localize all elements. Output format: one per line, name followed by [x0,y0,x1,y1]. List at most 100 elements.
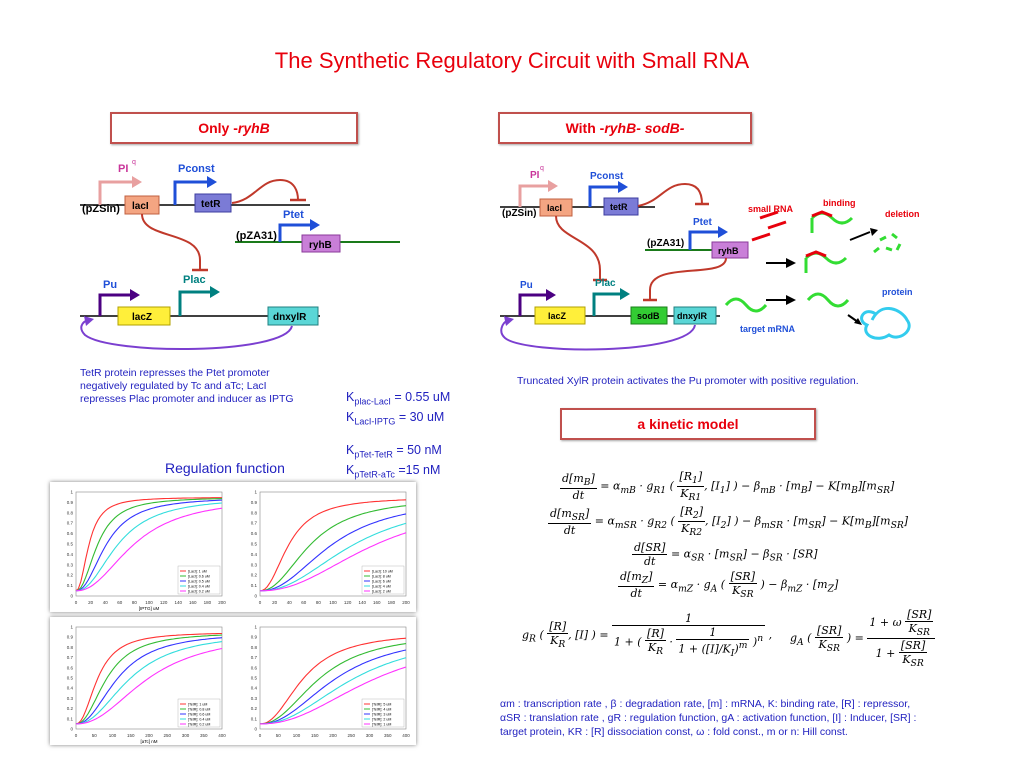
y-tick-label: 0 [254,727,257,732]
x-tick-label: 120 [344,600,352,605]
x-tick-label: 160 [189,600,197,605]
y-tick-label: 0.8 [251,645,258,650]
small-rna-strands [751,210,787,242]
const-laci-iptg: KLacI-IPTG = 30 uM [346,409,445,427]
lacz-label: lacZ [132,312,152,323]
y-tick-label: 0.3 [67,696,74,701]
with-gene: ryhB- sodB- [604,120,685,136]
legend-entry: [TetR]: 0.6 uM [188,713,210,717]
pi-sup: q [132,159,136,166]
y-tick-label: 0.8 [251,510,258,515]
plot-frame [259,491,407,597]
y-tick-label: 0.4 [251,552,258,557]
y-tick-label: 0.7 [251,521,258,526]
x-tick-label: 250 [347,733,355,738]
r-pi-label: PI [530,170,540,181]
x-tick-label: 140 [174,600,182,605]
y-tick-label: 1 [70,490,73,495]
target-mrna-label: target mRNA [740,324,796,334]
regulation-function-label: Regulation function [165,460,285,476]
right-note: Truncated XylR protein activates the Pu … [517,375,859,387]
only-ryhb-box: Only -ryhB [110,112,358,144]
y-tick-label: 0.3 [251,696,258,701]
y-tick-label: 0.6 [67,665,74,670]
ryhb-label: ryhB [309,240,332,251]
deletion-fragments [873,232,902,254]
series-line [259,499,407,592]
series-line [260,522,407,592]
y-tick-label: 1 [254,625,257,630]
laci-label: lacI [132,201,149,212]
series-line [259,513,407,592]
y-tick-label: 0.1 [251,716,258,721]
y-tick-label: 1 [254,490,257,495]
x-tick-label: 20 [272,600,278,605]
x-tick-label: 200 [218,600,226,605]
series-line [75,499,223,592]
legend-entry: [LacI]: 0.4 uM [188,585,210,589]
legend-entry: [TetR]: 1 uM [372,723,391,727]
series-line [259,643,407,725]
legend-entry: [TetR]: 4 uM [372,708,391,712]
series-line [75,641,223,725]
x-tick-label: 400 [218,733,226,738]
x-tick-label: 150 [311,733,319,738]
binding-complex [804,211,854,273]
x-tick-label: 40 [287,600,293,605]
ryhb-gene [301,234,341,253]
equation-msr: d[mSR]dt = αmSR · gR2 ( [R2]KR2, [I2] ) … [548,505,909,539]
x-tick-label: 20 [88,600,94,605]
pu-promoter-arrow [98,293,130,316]
r-lacz-gene [534,306,586,325]
legend-entry: [LacI]: 0.2 uM [188,590,210,594]
y-tick-label: 0.2 [251,573,258,578]
series-line [260,666,407,725]
y-tick-label: 0.5 [67,542,74,547]
y-tick-label: 0.1 [67,583,74,588]
r-ryhb-gene [711,241,749,259]
pconst-promoter-arrow [173,180,207,205]
x-tick-label: 160 [373,600,381,605]
legend-line-2: αSR : translation rate , gR : regulation… [500,712,917,724]
x-tick-label: 40 [103,600,109,605]
plot-frame [75,491,223,597]
x-axis-label: [IPTG] uM [139,606,160,611]
x-tick-label: 0 [75,600,78,605]
y-tick-label: 0 [70,727,73,732]
pi-promoter-arrow [98,180,132,205]
r-sodb-label: sodB [637,311,660,321]
plot-frame [75,626,223,730]
target-mrna-1 [724,297,768,313]
y-tick-label: 0.9 [67,500,74,505]
pconst-label: Pconst [178,163,215,175]
y-tick-label: 0.3 [251,562,258,567]
x-tick-label: 200 [329,733,337,738]
y-tick-label: 0.1 [251,583,258,588]
x-tick-label: 180 [204,600,212,605]
r-tetr-gene [603,197,639,216]
y-tick-label: 0.5 [251,676,258,681]
series-line [259,505,407,592]
plac-label: Plac [183,274,206,286]
r-ryhb-label: ryhB [718,246,739,256]
r-pzsin-label: (pZSin) [502,208,536,219]
r-dnxylr-gene [673,306,717,325]
y-tick-label: 0.6 [251,665,258,670]
series-line [75,637,223,725]
pu-label: Pu [103,279,117,291]
with-prefix: With - [565,120,605,136]
y-tick-label: 0.8 [67,645,74,650]
x-tick-label: 250 [163,733,171,738]
dnxylr-gene [267,306,319,326]
left-circuit-diagram: PI q Pconst (pZSin) lacI tetR Ptet (pZA3… [80,159,400,351]
target-mrna-2 [806,292,850,308]
x-tick-label: 350 [384,733,392,738]
x-tick-label: 80 [132,600,138,605]
legend-entry: [TetR]: 3 uM [372,713,391,717]
legend-entry: [LacI]: 10 uM [372,570,393,574]
x-tick-label: 100 [145,600,153,605]
